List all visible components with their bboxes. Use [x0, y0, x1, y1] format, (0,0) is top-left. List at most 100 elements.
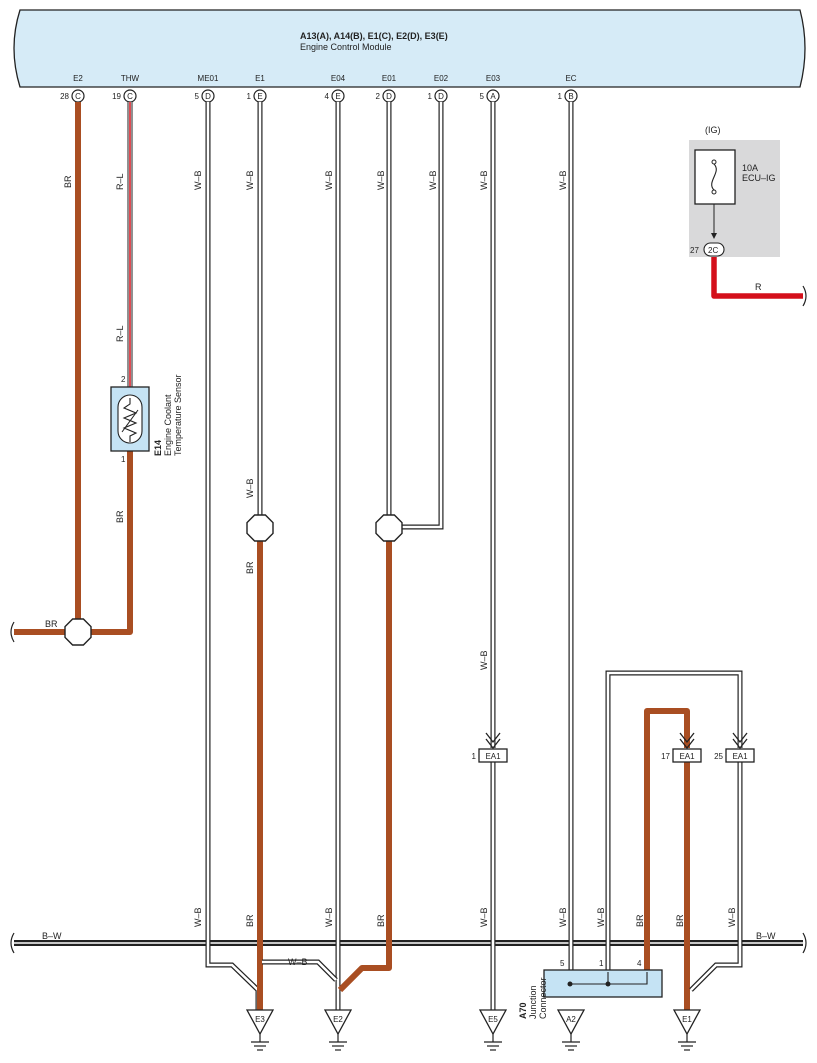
jc1-ea25-wb-wire: [606, 671, 742, 970]
e01-br-wire: [337, 540, 392, 993]
terminal-name-me01: ME01: [198, 74, 219, 83]
terminal-name-e01: E01: [382, 74, 397, 83]
fuse-r-wire: [711, 256, 803, 299]
ecu-ig-fuse: (IG) 10A ECU–IG 2C 27: [689, 125, 780, 257]
ground-label-a2: A2: [566, 1015, 576, 1024]
fuse-element-icon: [711, 163, 717, 191]
wire-label-jc4-br: BR: [635, 914, 645, 927]
wire-label-ec-wb: W–B: [558, 170, 568, 190]
junction-internal-bus: [570, 972, 648, 985]
fuse-terminal-top: [711, 159, 717, 165]
junction-name-line1: Junction: [528, 985, 538, 1019]
terminal-conn-ec: B: [568, 92, 573, 101]
wire-label-thw-rl-lower: R–L: [115, 325, 125, 342]
wire-label-e2-br: BR: [63, 175, 73, 188]
terminal-pin-e2: 28: [60, 92, 69, 101]
connector-chevron-icon: [679, 738, 695, 750]
jc1-ea25-wb-wire-outline: [605, 670, 743, 970]
junction-pin-5: 5: [560, 959, 565, 968]
sensor-pin-top: 2: [121, 375, 126, 384]
terminal-conn-e04: E: [335, 92, 340, 101]
me01-wb-wire-outline: [205, 102, 261, 1010]
ground-points: E3 E2 E5 A2 E1: [245, 1009, 702, 1051]
bw-bus-break-left: [10, 932, 15, 954]
ecm-panel: [13, 9, 806, 88]
terminal-conn-e2: C: [75, 92, 81, 101]
terminal-pin-e04: 4: [325, 92, 330, 101]
wire-label-e01-wb: W–B: [376, 170, 386, 190]
splice-e1: [246, 514, 274, 542]
wire-label-e04-wb: W–B: [324, 170, 334, 190]
me01-wb-wire: [206, 102, 260, 1010]
bw-bus-break-right: [802, 932, 807, 954]
junction-pin-4: 4: [637, 959, 642, 968]
terminal-name-e1: E1: [255, 74, 265, 83]
a70-junction-connector: 5 1 4 A70 Junction Connector: [518, 959, 663, 1019]
terminal-name-e02: E02: [434, 74, 449, 83]
sensor-name-line1: Engine Coolant: [163, 394, 173, 456]
sensor-element: [117, 394, 143, 444]
sensor-id: E14: [153, 440, 163, 456]
ground-triangle-icon: [245, 1009, 275, 1036]
wire-label-e1-br-bus: BR: [245, 914, 255, 927]
wire-label-thw-br: BR: [115, 510, 125, 523]
connector-name-ea1: EA1: [732, 752, 748, 761]
ground-label-e1: E1: [682, 1015, 692, 1024]
connector-name-ea1: EA1: [679, 752, 695, 761]
fuse-connector: [703, 242, 725, 257]
ea25-e1-wb-wire-outline: [689, 762, 743, 992]
splice-e2-br: [64, 618, 92, 646]
wire-label-me01-wb: W–B: [193, 170, 203, 190]
wire-label-e04-wb-bus: W–B: [324, 907, 334, 927]
ground-label-e5: E5: [488, 1015, 498, 1024]
junction-name-line2: Connector: [538, 977, 548, 1019]
terminal-pin-me01: 5: [195, 92, 200, 101]
ground-label-e2: E2: [333, 1015, 343, 1024]
junction-node-2: [605, 981, 611, 987]
terminal-pin-e02: 1: [428, 92, 433, 101]
terminal-name-e04: E04: [331, 74, 346, 83]
e3-e2-link-wire: [262, 960, 337, 981]
e02-wb-wire: [401, 102, 443, 529]
wire-labels: BR R–L R–L BR BR W–B W–B W–B BR W–B W–B …: [42, 170, 776, 967]
terminal-pin-e03: 5: [480, 92, 485, 101]
connector-chevron-icon: [732, 732, 748, 744]
ground-label-e3: E3: [255, 1015, 265, 1024]
sensor-name-line2: Temperature Sensor: [173, 374, 183, 456]
fuse-pin-number: 27: [690, 246, 699, 255]
wire-label-bw-left: B–W: [42, 931, 62, 941]
wire-label-e01-br: BR: [376, 914, 386, 927]
fuse-group-label: (IG): [705, 125, 721, 135]
wire-label-e02-wb: W–B: [428, 170, 438, 190]
jc4-ea17-br-wire: [644, 708, 690, 970]
thw-br-wire: [90, 451, 133, 635]
connector-box-ea1: [672, 748, 702, 763]
ea25-e1-wb-wire: [690, 762, 742, 991]
connector-box-ea1: [725, 748, 755, 763]
wire-label-left-br: BR: [45, 619, 58, 629]
connector-pin-ea1: 25: [714, 752, 723, 761]
sensor-pin-bottom: 1: [121, 455, 126, 464]
splice-e01: [375, 514, 403, 542]
coolant-temperature-sensor: 2 1 E14 Engine Coolant Temperature Senso…: [110, 374, 183, 464]
wire-label-e3-e2-wb: W–B: [288, 957, 308, 967]
terminal-name-e2: E2: [73, 74, 83, 83]
wire-label-ea17-br: BR: [675, 914, 685, 927]
wire-label-e03-wb-upper: W–B: [479, 170, 489, 190]
ground-triangle-icon: [672, 1009, 702, 1036]
ground-triangle-icon: [323, 1009, 353, 1036]
junction-id: A70: [518, 1002, 528, 1019]
terminal-conn-e02: D: [438, 92, 444, 101]
wire-label-e03-wb-bus: W–B: [479, 907, 489, 927]
wire-label-ea25-wb: W–B: [727, 907, 737, 927]
wire-label-fuse-r: R: [755, 282, 762, 292]
fuse-r-break: [802, 285, 807, 307]
fuse-box: [694, 149, 736, 205]
terminal-conn-e1: E: [257, 92, 262, 101]
terminal-conn-thw: C: [127, 92, 133, 101]
connector-chevron-icon: [485, 732, 501, 744]
junction-pin-1: 1: [599, 959, 604, 968]
terminal-pin-thw: 19: [112, 92, 121, 101]
ecm-subtitle: Engine Control Module: [300, 42, 392, 52]
